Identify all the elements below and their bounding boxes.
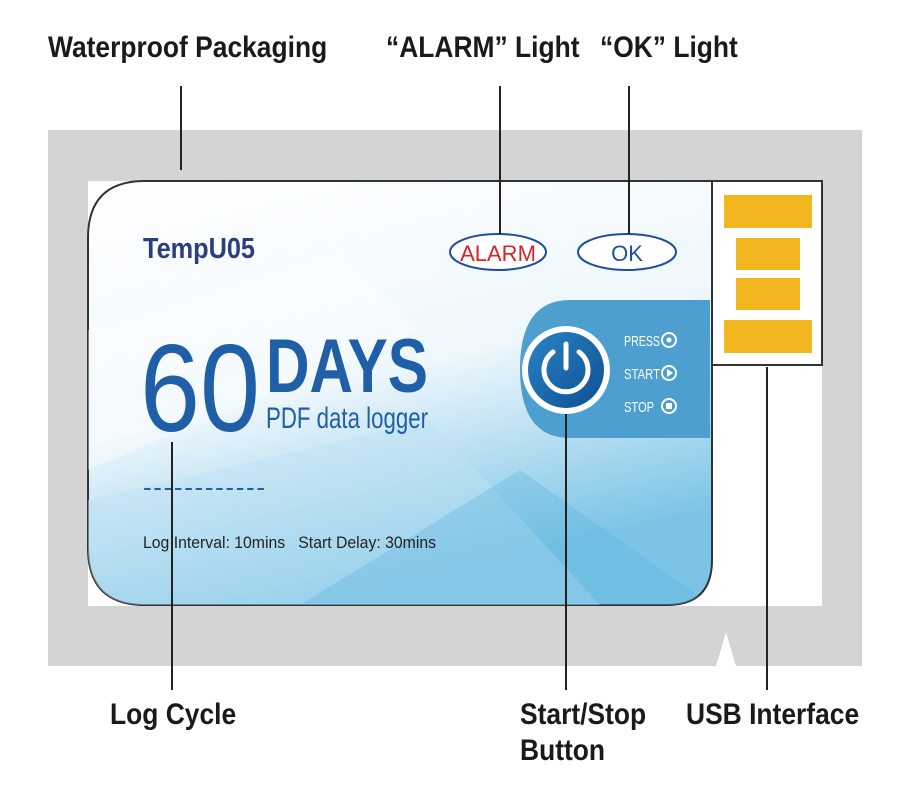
settings-line: Log Interval: 10mins Start Delay: 30mins <box>143 533 436 552</box>
button-start-label: START <box>624 366 660 383</box>
days-word: DAYS <box>266 324 428 409</box>
ok-light-text: OK <box>611 241 643 266</box>
power-icon <box>541 349 591 395</box>
product-subtitle: PDF data logger <box>266 402 428 435</box>
card-light-bands <box>88 250 712 605</box>
dash-placeholder: ------------ <box>143 472 265 502</box>
hand-icon <box>661 332 677 348</box>
label-ok-light: “OK” Light <box>600 31 738 64</box>
label-start-stop-button: Start/Stop Button <box>520 697 646 769</box>
model-name: TempU05 <box>143 233 255 265</box>
ok-light-badge <box>577 233 677 271</box>
button-stop-label: STOP <box>624 399 654 416</box>
device-card <box>87 180 713 606</box>
label-usb-interface: USB Interface <box>686 698 860 731</box>
days-number: 60 <box>140 320 260 458</box>
waterproof-packaging-frame <box>48 130 862 666</box>
start-stop-button[interactable] <box>522 326 610 414</box>
label-log-cycle: Log Cycle <box>110 698 237 731</box>
label-start-stop-line1: Start/Stop <box>520 698 647 731</box>
usb-contact-3 <box>736 278 800 310</box>
label-start-stop-line2: Button <box>520 734 606 767</box>
usb-contact-4 <box>724 320 812 353</box>
label-waterproof-packaging: Waterproof Packaging <box>48 31 328 64</box>
label-alarm-light: “ALARM” Light <box>386 31 580 64</box>
usb-contact-2 <box>736 238 800 270</box>
stop-icon <box>661 398 677 414</box>
play-icon <box>661 365 677 381</box>
alarm-light-text: ALARM <box>460 241 536 266</box>
packaging-notch <box>716 632 736 666</box>
alarm-light-badge <box>449 233 547 271</box>
button-press-label: PRESS <box>624 333 660 350</box>
usb-contact-1 <box>724 195 812 228</box>
